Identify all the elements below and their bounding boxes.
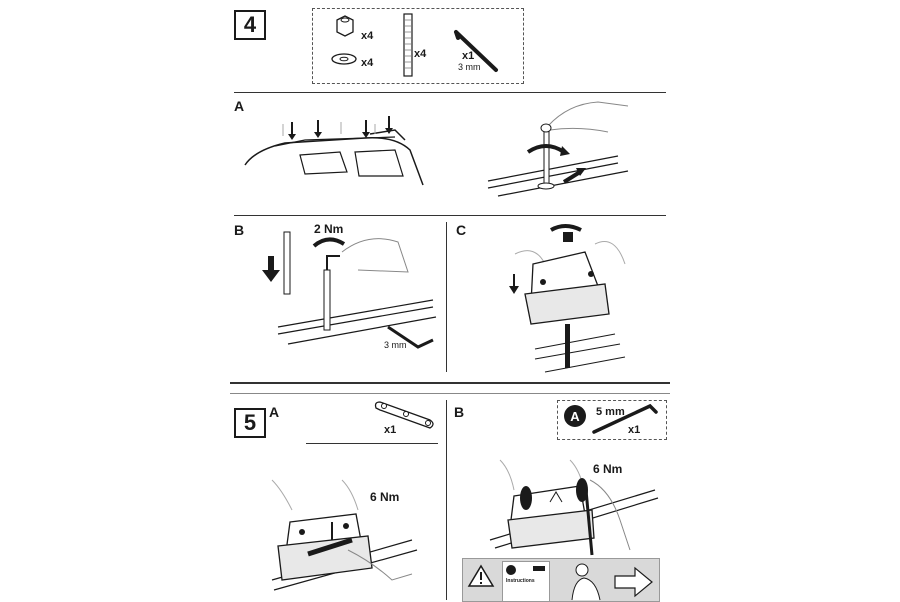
tool-key-size: 5 mm	[596, 406, 625, 418]
foot-tighten-illustration	[489, 459, 659, 556]
step4-panel-b-key-size: 3 mm	[384, 340, 407, 350]
bolt-tighten-illustration	[262, 231, 437, 349]
mounting-plate-icon	[374, 401, 434, 429]
tool-dashed-box	[557, 400, 667, 440]
step5-panel-a-torque: 6 Nm	[370, 490, 400, 504]
plate-install-illustration	[271, 479, 418, 591]
divider-panel-bc-vertical	[446, 222, 447, 372]
car-roof-illustration	[244, 116, 424, 186]
bolt-quantity: x4	[414, 48, 427, 60]
bolt-icon	[403, 13, 413, 77]
step5-panel-b-label: B	[454, 404, 465, 420]
step4-panel-b-label: B	[234, 222, 245, 238]
nut-icon	[336, 15, 354, 37]
tool-key-quantity: x1	[628, 424, 641, 436]
divider-plate-underline	[306, 443, 438, 444]
hex-key-quantity: x1	[462, 50, 475, 62]
step-4-number: 4	[234, 10, 266, 40]
step5-panel-a-label: A	[269, 404, 280, 420]
divider-step4-step5	[230, 382, 670, 384]
step-5-number: 5	[234, 408, 266, 438]
mounting-plate-quantity: x1	[384, 424, 397, 436]
divider-step4-middle	[234, 215, 666, 216]
step4-panel-a-label: A	[234, 98, 245, 114]
hex-key-size: 3 mm	[458, 62, 481, 72]
step5-panel-b-torque: 6 Nm	[593, 462, 623, 476]
instruction-booklet-title: Instructions	[506, 578, 535, 584]
divider-step4-top	[234, 92, 666, 93]
washer-quantity: x4	[361, 57, 374, 69]
foot-mount-illustration	[509, 224, 626, 373]
bolt-into-rail-illustration	[487, 101, 629, 197]
hex-key-5mm-icon	[592, 403, 658, 434]
parts-kit-box	[312, 8, 524, 84]
hex-key-icon	[454, 30, 498, 72]
divider-step5-vertical	[446, 400, 447, 600]
warning-triangle-icon	[467, 564, 495, 587]
person-exit-icon	[571, 563, 653, 601]
step4-panel-c-label: C	[456, 222, 467, 238]
tool-badge: A	[564, 405, 586, 427]
step4-panel-b-torque: 2 Nm	[314, 222, 344, 236]
nut-quantity: x4	[361, 30, 374, 42]
instruction-booklet: Instructions	[502, 561, 550, 602]
divider-step5-top	[230, 393, 670, 394]
washer-icon	[331, 53, 357, 65]
